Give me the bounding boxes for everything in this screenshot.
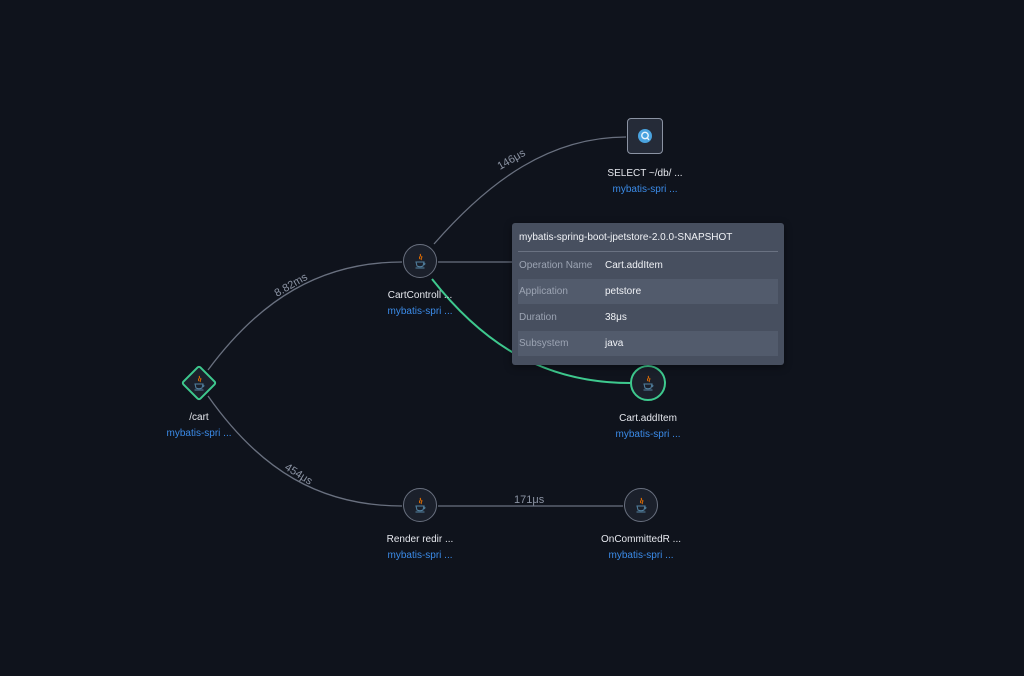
node-committed-title: OnCommittedR ... [600,534,682,545]
tooltip-value: petstore [605,286,642,297]
node-committed-shape[interactable] [624,488,658,522]
node-root-shape[interactable] [180,364,218,402]
java-icon [415,253,426,269]
tooltip-row: Operation Name Cart.addItem [518,253,778,278]
node-committed-service[interactable]: mybatis-spri ... [608,550,674,561]
node-additem[interactable]: Cart.addItem mybatis-spri ... [578,365,718,440]
node-render[interactable]: Render redir ... mybatis-spri ... [350,488,490,561]
node-render-title: Render redir ... [386,534,454,545]
tooltip-row: Application petstore [518,279,778,304]
node-controller-service[interactable]: mybatis-spri ... [387,306,453,317]
node-select-shape[interactable] [627,118,663,154]
database-icon [638,129,652,143]
node-additem-service[interactable]: mybatis-spri ... [615,429,681,440]
node-render-service[interactable]: mybatis-spri ... [387,550,453,561]
tooltip-row: Duration 38μs [518,305,778,330]
node-root[interactable]: /cart mybatis-spri ... [129,364,269,439]
edge-label-root-controller: 8.82ms [273,271,311,300]
node-root-service[interactable]: mybatis-spri ... [166,428,232,439]
node-controller-shape[interactable] [403,244,437,278]
node-select-service[interactable]: mybatis-spri ... [612,184,678,195]
tooltip-title: mybatis-spring-boot-jpetstore-2.0.0-SNAP… [518,223,778,252]
tooltip-value: java [605,338,624,349]
tooltip-key: Subsystem [519,338,569,349]
edge-controller-select[interactable] [433,136,627,245]
node-tooltip: mybatis-spring-boot-jpetstore-2.0.0-SNAP… [512,223,784,365]
edge-label-render-committed: 171μs [514,494,545,506]
java-icon [643,375,654,391]
tooltip-key: Operation Name [519,260,593,271]
node-select-title: SELECT ~/db/ ... [607,168,683,179]
edge-root-controller[interactable] [207,261,403,371]
node-select[interactable]: SELECT ~/db/ ... mybatis-spri ... [575,118,715,195]
node-root-title: /cart [189,412,209,423]
tooltip-value: 38μs [605,312,627,323]
node-render-shape[interactable] [403,488,437,522]
node-additem-title: Cart.addItem [619,413,677,424]
node-additem-shape[interactable] [630,365,666,401]
tooltip-key: Application [519,286,568,297]
tooltip-row: Subsystem java [518,331,778,356]
node-committed[interactable]: OnCommittedR ... mybatis-spri ... [571,488,711,561]
java-icon [194,375,205,391]
java-icon [415,497,426,513]
edge-label-controller-select: 146μs [496,147,529,173]
edge-root-render[interactable] [207,395,403,507]
tooltip-value: Cart.addItem [605,260,663,271]
node-controller[interactable]: CartControll ... mybatis-spri ... [350,244,490,317]
java-icon [636,497,647,513]
node-controller-title: CartControll ... [387,290,453,301]
tooltip-key: Duration [519,312,557,323]
